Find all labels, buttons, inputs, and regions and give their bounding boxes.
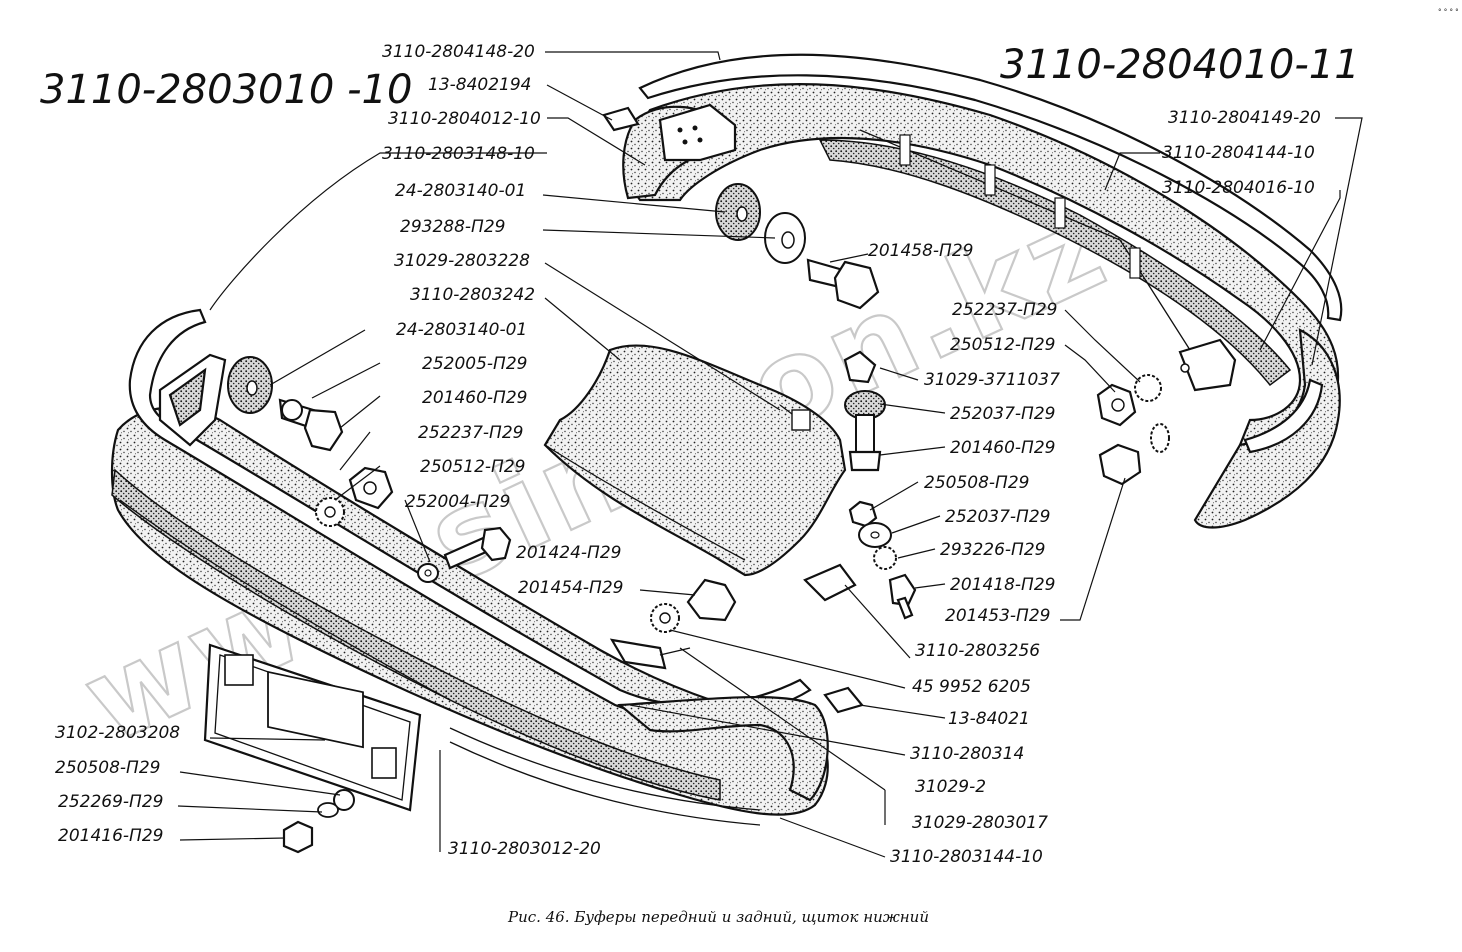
leader-lines [177,51,1363,858]
part-label: 252237-П29 [952,300,1057,320]
part-label: 3110-2804012-10 [388,109,541,129]
part-label: 3110-2804144-10 [1162,143,1315,163]
figure-caption: Рис. 46. Буферы передний и задний, щиток… [507,908,929,926]
license-plate-holder [203,643,422,812]
part-label: 201460-П29 [422,388,527,408]
part-label: 250508-П29 [924,473,1029,493]
part-label: 252237-П29 [418,423,523,443]
part-label: 3102-2803208 [55,723,180,743]
rear-bumper [622,53,1343,529]
rear-bumper-channel [818,139,1292,387]
part-label-group: 3110-2804148-20 13-8402194 3110-2804012-… [55,42,1321,867]
part-label: 201458-П29 [868,241,973,261]
part-label: 31029-3711037 [924,370,1060,390]
part-label: 24-2803140-01 [396,320,527,340]
part-label: 201454-П29 [518,578,623,598]
lower-shield [543,344,847,577]
part-label: 252037-П29 [945,507,1050,527]
part-label: 3110-2804149-20 [1168,108,1321,128]
part-label: 250512-П29 [950,335,1055,355]
part-label: 201416-П29 [58,826,163,846]
rear-bracket-left [658,103,737,162]
rear-bumper-assembly-label: 3110-2804010-11 [1000,42,1360,88]
part-label: 3110-2803256 [915,641,1040,661]
part-label: 201418-П29 [950,575,1055,595]
corner-mark: ° ° ° ° [1438,8,1459,16]
part-label: 252005-П29 [422,354,527,374]
front-bumper [110,308,829,826]
front-bumper-channel [111,468,721,801]
part-label: 252037-П29 [950,404,1055,424]
part-label: 250508-П29 [55,758,160,778]
part-label: 3110-2803012-20 [448,839,601,859]
part-label: 3110-280314 [910,744,1024,764]
rear-bracket-right [1178,338,1237,392]
front-bumper-right-end [617,695,829,802]
part-label: 3110-2803144-10 [890,847,1043,867]
part-label: 45 9952 6205 [912,677,1031,697]
part-label: 252269-П29 [58,792,163,812]
part-label: 293288-П29 [400,217,505,237]
rear-bumper-top-molding [638,53,1343,322]
part-label: 3110-2803242 [410,285,535,305]
part-label: 3110-2803148-10 [382,144,535,164]
part-label: 252004-П29 [405,492,510,512]
part-label: 31029-2803228 [394,251,530,271]
part-label: 201460-П29 [950,438,1055,458]
part-label: 31029-2 [915,777,986,797]
rear-bumper-right-molding [1243,378,1324,454]
part-label: 250512-П29 [420,457,525,477]
part-label: 31029-2803017 [912,813,1048,833]
part-label: 293226-П29 [940,540,1045,560]
part-label: 201424-П29 [516,543,621,563]
front-bumper-assembly-label: 3110-2803010 -10 [40,67,412,113]
hardware [227,106,1170,854]
part-label: 24-2803140-01 [395,181,526,201]
part-label: 3110-2804016-10 [1162,178,1315,198]
part-label: 13-8402194 [428,75,531,95]
part-label: 201453-П29 [945,606,1050,626]
part-label: 13-84021 [948,709,1030,729]
part-label: 3110-2804148-20 [382,42,535,62]
